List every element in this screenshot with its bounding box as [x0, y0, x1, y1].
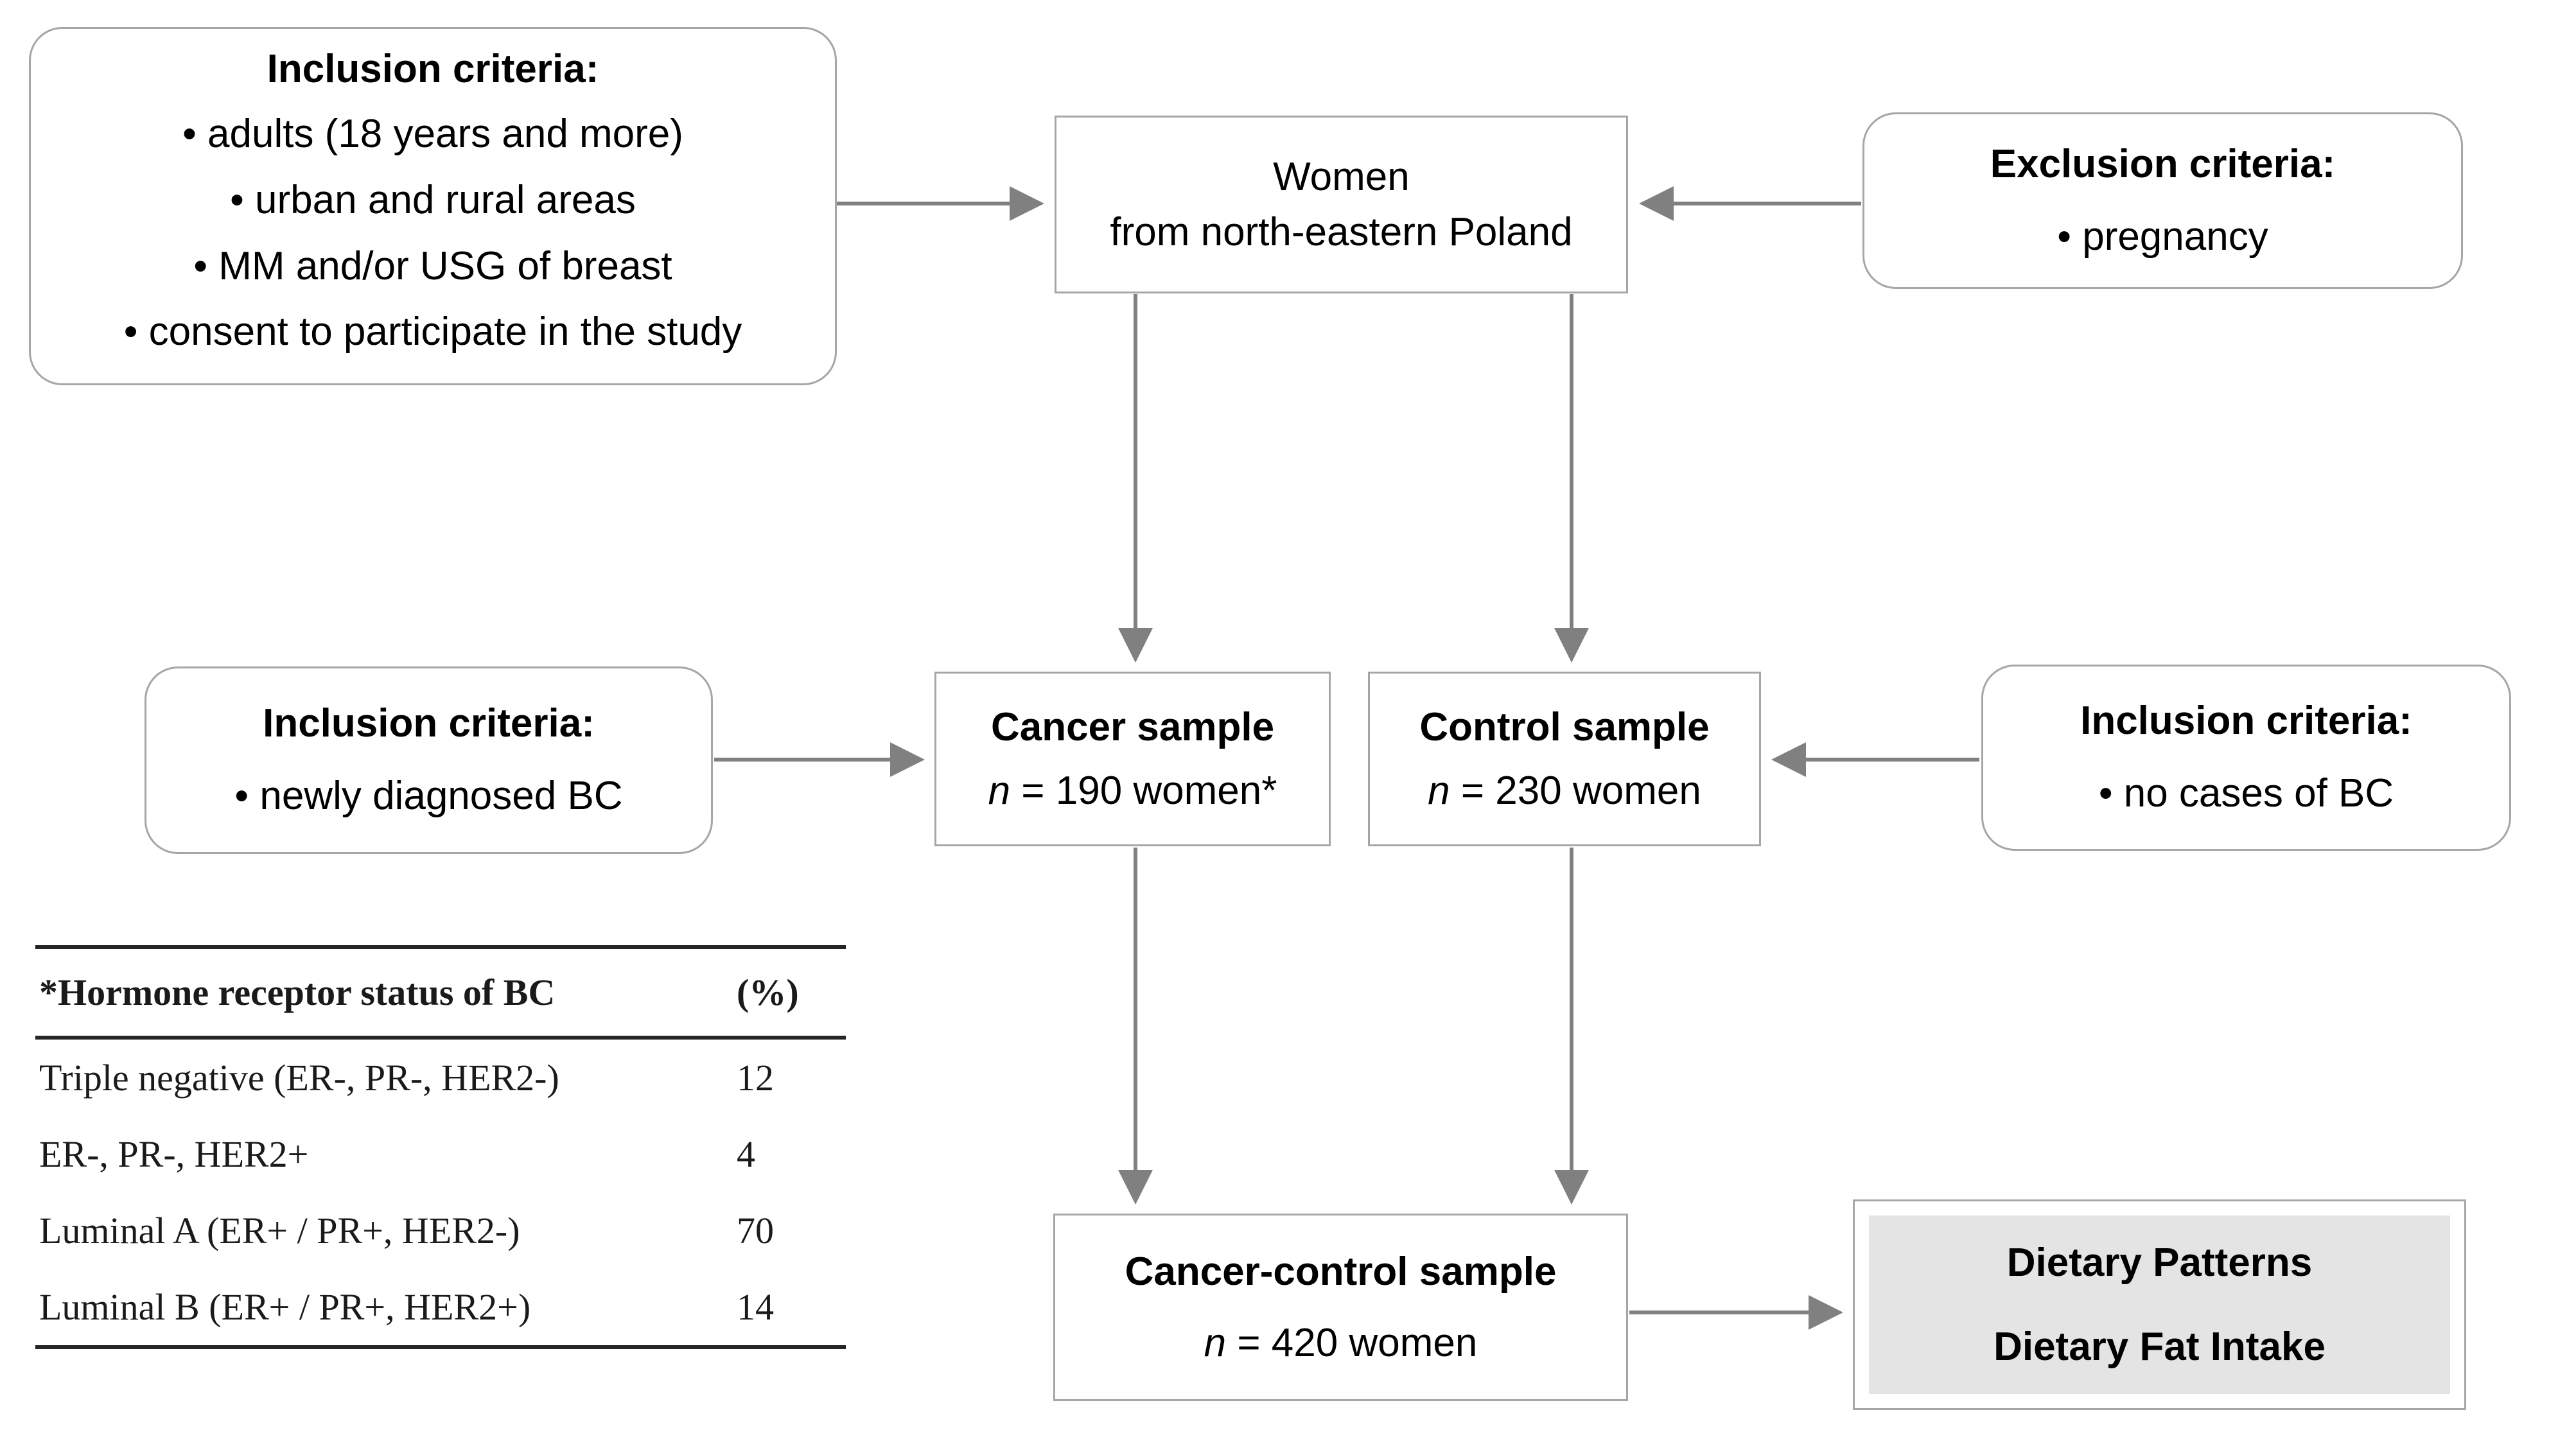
table-cell-value: 12 — [737, 1057, 774, 1099]
node-inclusion-criteria-top: Inclusion criteria: • adults (18 years a… — [29, 27, 837, 385]
table-cell-value: 70 — [737, 1210, 774, 1251]
cancer-sample-count: n = 190 women* — [988, 765, 1277, 816]
table-cell-value: 4 — [737, 1133, 755, 1175]
inclusion-top-item-0: • adults (18 years and more) — [182, 112, 683, 157]
node-inclusion-criteria-cancer: Inclusion criteria: • newly diagnosed BC — [145, 666, 713, 854]
table-row: ER-, PR-, HER2+ 4 — [35, 1116, 846, 1192]
table-body: Triple negative (ER-, PR-, HER2-) 12 ER-… — [35, 1038, 846, 1347]
inclusion-top-item-3: • consent to participate in the study — [123, 309, 742, 354]
node-cancer-control-sample: Cancer-control sample n = 420 women — [1053, 1214, 1628, 1401]
hormone-receptor-status-table: *Hormone receptor status of BC (%) Tripl… — [35, 945, 846, 1349]
cancer-sample-count-text: = 190 women* — [1010, 768, 1277, 813]
outcome-line-2: Dietary Fat Intake — [1993, 1325, 2326, 1369]
table-cell-label: Luminal A (ER+ / PR+, HER2-) — [39, 1210, 520, 1251]
inclusion-cancer-item-0: • newly diagnosed BC — [234, 774, 623, 819]
outcome-inner-panel: Dietary Patterns Dietary Fat Intake — [1869, 1215, 2450, 1394]
inclusion-control-item-0: • no cases of BC — [2098, 771, 2394, 816]
cancer-control-sample-count-text: = 420 women — [1226, 1320, 1478, 1365]
exclusion-title: Exclusion criteria: — [1990, 141, 2336, 186]
node-women-population: Women from north-eastern Poland — [1055, 116, 1628, 293]
control-sample-title: Control sample — [1419, 705, 1710, 749]
node-exclusion-criteria: Exclusion criteria: • pregnancy — [1862, 112, 2463, 289]
table-cell-label: ER-, PR-, HER2+ — [39, 1133, 309, 1175]
cancer-control-sample-title: Cancer-control sample — [1125, 1250, 1557, 1294]
table-cell-label: Luminal B (ER+ / PR+, HER2+) — [39, 1286, 531, 1328]
cancer-control-sample-n-symbol: n — [1204, 1320, 1227, 1365]
table-header-row: *Hormone receptor status of BC (%) — [35, 947, 846, 1038]
inclusion-top-item-1: • urban and rural areas — [230, 178, 636, 223]
node-outcome-measures: Dietary Patterns Dietary Fat Intake — [1853, 1199, 2466, 1410]
outcome-line-1: Dietary Patterns — [2006, 1240, 2313, 1285]
women-line-1: Women — [1273, 155, 1410, 200]
table-header-status: *Hormone receptor status of BC — [39, 971, 556, 1013]
table-row: Triple negative (ER-, PR-, HER2-) 12 — [35, 1038, 846, 1116]
table-header-percent: (%) — [737, 971, 799, 1013]
table-cell-value: 14 — [737, 1286, 774, 1328]
node-inclusion-criteria-control: Inclusion criteria: • no cases of BC — [1981, 665, 2511, 851]
table-row: Luminal A (ER+ / PR+, HER2-) 70 — [35, 1192, 846, 1269]
control-sample-count-text: = 230 women — [1450, 768, 1701, 813]
inclusion-cancer-title: Inclusion criteria: — [263, 701, 595, 746]
inclusion-top-title: Inclusion criteria: — [267, 47, 599, 92]
table-head: *Hormone receptor status of BC (%) — [35, 947, 846, 1038]
cancer-control-sample-count: n = 420 women — [1204, 1318, 1478, 1368]
control-sample-count: n = 230 women — [1428, 765, 1701, 816]
table-row: Luminal B (ER+ / PR+, HER2+) 14 — [35, 1269, 846, 1347]
women-line-2: from north-eastern Poland — [1110, 209, 1573, 254]
node-cancer-sample: Cancer sample n = 190 women* — [934, 672, 1331, 846]
table-cell-label: Triple negative (ER-, PR-, HER2-) — [39, 1057, 559, 1099]
control-sample-n-symbol: n — [1428, 768, 1450, 813]
cancer-sample-title: Cancer sample — [990, 705, 1275, 749]
node-control-sample: Control sample n = 230 women — [1368, 672, 1761, 846]
hormone-receptor-table: *Hormone receptor status of BC (%) Tripl… — [35, 945, 846, 1349]
exclusion-item-0: • pregnancy — [2057, 214, 2268, 259]
inclusion-control-title: Inclusion criteria: — [2080, 699, 2412, 744]
inclusion-top-item-2: • MM and/or USG of breast — [193, 243, 672, 288]
cancer-sample-n-symbol: n — [988, 768, 1011, 813]
